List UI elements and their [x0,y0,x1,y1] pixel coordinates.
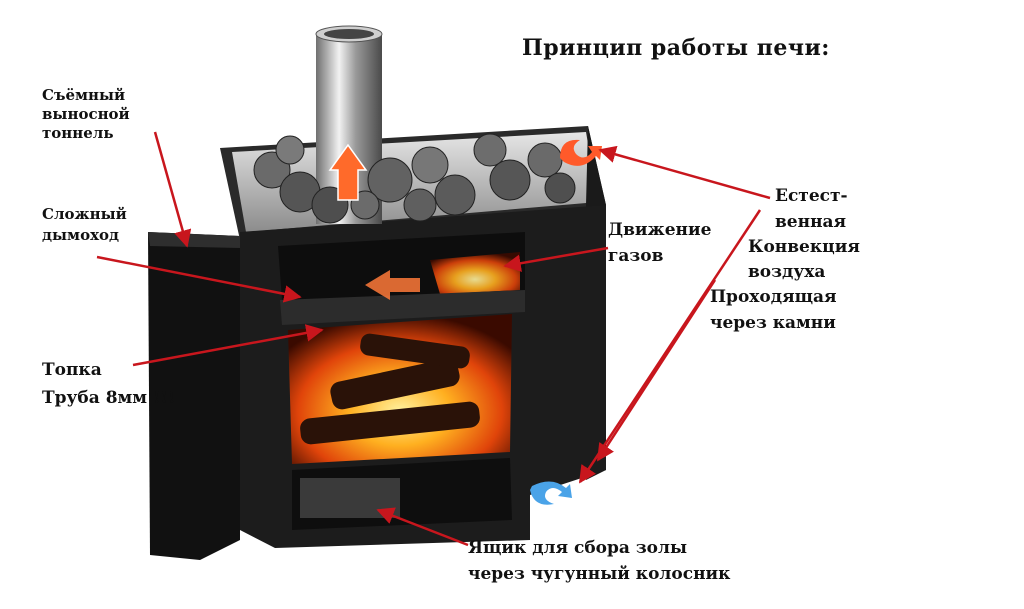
label-chimney-line1: Сложный [42,205,127,223]
label-ash-box-line1: Ящик для сбора золы [468,538,688,558]
label-tunnel-line3: тоннель [42,124,114,142]
arrow-convection-low [596,279,717,462]
annotation-arrows [96,131,771,547]
diagram-title: Принцип работы печи: [522,35,830,61]
arrow-tunnel [153,131,192,248]
label-convection-line2: венная [775,212,847,232]
arrow-convection-mid [578,209,762,484]
label-ash-box-line2: через чугунный колосник [468,564,731,584]
logs [300,333,480,445]
arrow-gas [503,246,609,272]
sauna-stones [253,133,576,224]
arrow-convection-top [598,145,771,200]
label-convection-line1: Естест- [775,186,848,206]
label-tunnel-line2: выносной [42,105,130,123]
label-convection-line4: воздуха [748,262,826,282]
label-chimney-line2: дымоход [42,226,120,244]
arrow-firebox [132,324,324,367]
arrow-chimney [96,255,302,303]
hot-air-icon [560,139,602,166]
label-gas-flow-line2: газов [608,246,664,266]
hot-gas-up-arrow [328,143,368,201]
tunnel-box [148,232,240,560]
cold-air-icon [530,481,572,505]
label-firebox-line1: Топка [42,360,102,380]
gas-flow-arrow [365,270,420,300]
label-convection-line5: Проходящая [710,287,837,307]
label-convection-line3: Конвекция [748,237,860,257]
label-gas-flow-line1: Движение [608,220,712,240]
label-firebox-line2: Труба 8мм !!! [42,388,176,408]
label-convection-line6: через камни [710,313,836,333]
arrow-ash [376,507,469,547]
stove-illustration [148,25,606,560]
label-tunnel-line1: Съёмный [42,86,126,104]
